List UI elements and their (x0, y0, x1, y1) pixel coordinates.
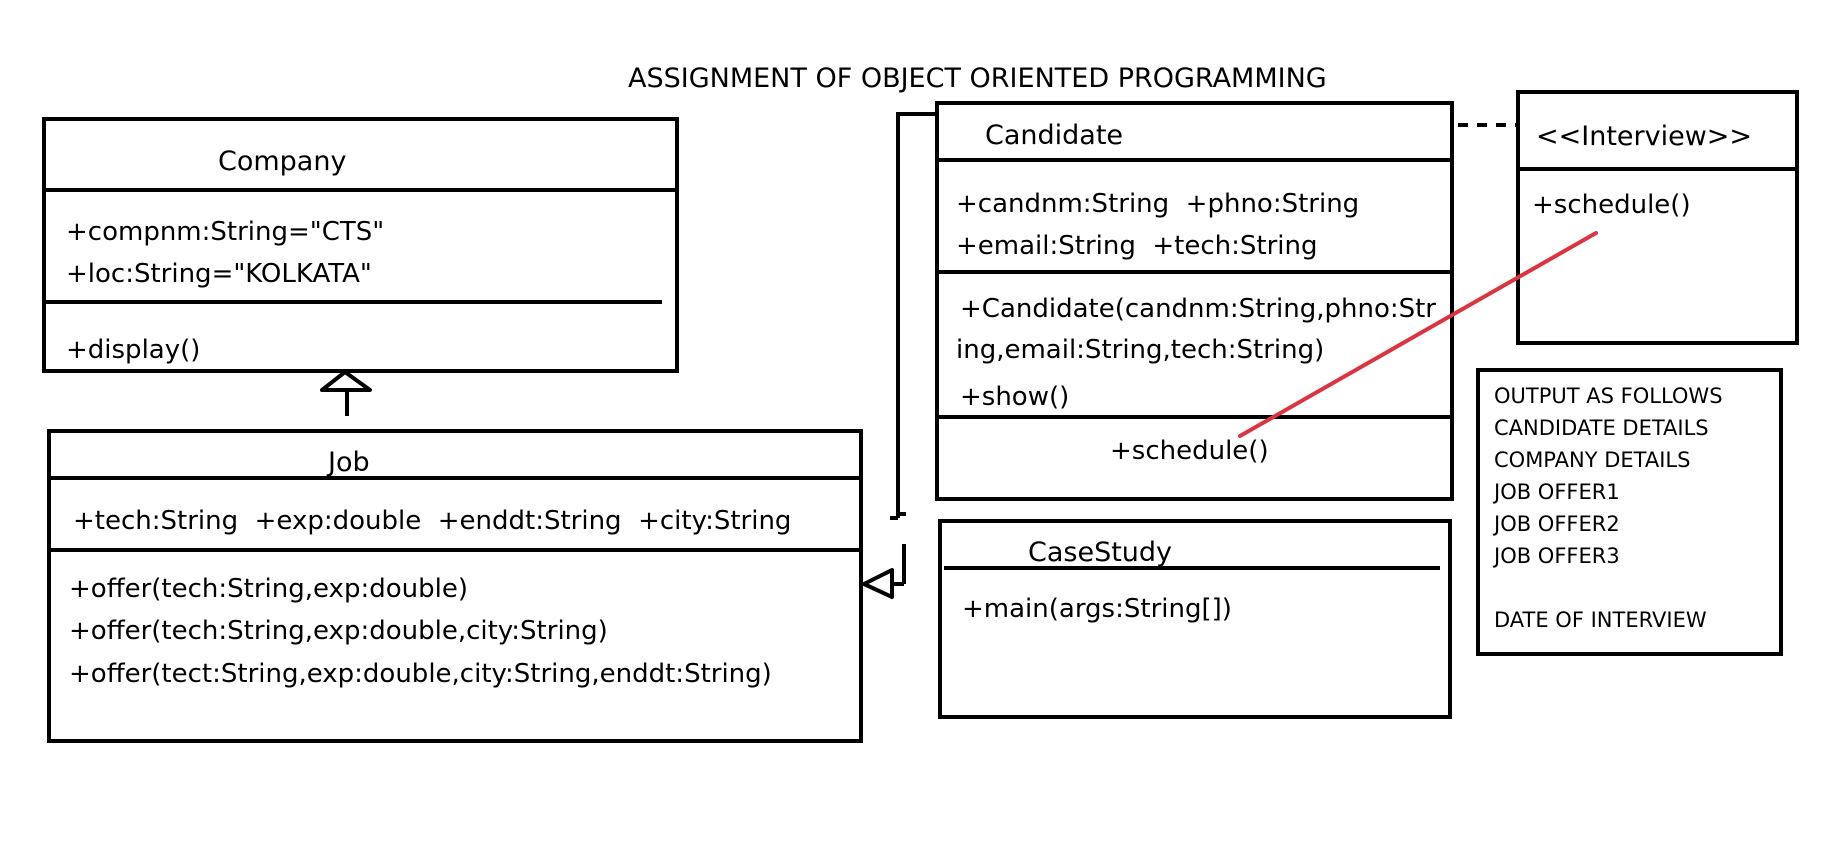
annotation-stroke (1238, 231, 1598, 438)
job-method: +offer(tech:String,exp:double) (69, 574, 468, 604)
interview-method: +schedule() (1532, 190, 1691, 220)
job-attribute: +tech:String +exp:double +enddt:String +… (73, 506, 792, 536)
candidate-constructor: +Candidate(candnm:String,phno:Str (960, 294, 1436, 324)
interview-name-divider (1516, 167, 1799, 171)
candidate-attribute: +email:String +tech:String (956, 231, 1318, 261)
company-class[interactable]: Company +compnm:String="CTS" +loc:String… (42, 117, 679, 373)
company-attribute: +loc:String="KOLKATA" (66, 259, 372, 289)
output-note-line: COMPANY DETAILS (1494, 448, 1691, 472)
inheritance-arrowhead-icon (320, 370, 372, 392)
job-method: +offer(tech:String,exp:double,city:Strin… (69, 616, 608, 646)
output-note-line: JOB OFFER1 (1494, 480, 1620, 504)
candidate-attribute: +candnm:String +phno:String (956, 189, 1360, 219)
candidate-job-inheritance-line (896, 112, 935, 518)
company-method: +display() (66, 335, 201, 365)
company-attribute: +compnm:String="CTS" (66, 217, 385, 247)
job-class-name: Job (328, 447, 370, 478)
company-class-name: Company (218, 146, 347, 177)
candidate-name-divider (935, 158, 1454, 162)
output-note-line: JOB OFFER2 (1494, 512, 1620, 536)
candidate-method: +show() (960, 382, 1070, 412)
job-name-divider (47, 476, 863, 480)
interview-interface[interactable]: <<Interview>> +schedule() (1516, 90, 1799, 345)
output-note-line: CANDIDATE DETAILS (1494, 416, 1709, 440)
output-note: OUTPUT AS FOLLOWS CANDIDATE DETAILS COMP… (1476, 368, 1783, 656)
output-note-line: DATE OF INTERVIEW (1494, 608, 1707, 632)
candidate-class-name: Candidate (985, 120, 1124, 151)
casestudy-method: +main(args:String[]) (962, 594, 1232, 624)
casestudy-name-divider (944, 566, 1440, 570)
output-note-line: JOB OFFER3 (1494, 544, 1620, 568)
job-attr-divider (47, 548, 863, 552)
candidate-class[interactable]: Candidate +candnm:String +phno:String +e… (935, 101, 1454, 501)
job-method: +offer(tect:String,exp:double,city:Strin… (69, 659, 772, 689)
casestudy-class-name: CaseStudy (1028, 537, 1173, 568)
company-attr-divider (42, 300, 662, 304)
casestudy-class[interactable]: CaseStudy +main(args:String[]) (938, 519, 1452, 719)
company-name-divider (42, 188, 679, 192)
candidate-attr-divider (935, 270, 1454, 274)
realization-arrowhead-icon (862, 568, 894, 599)
candidate-method-divider (935, 415, 1454, 419)
output-note-line: OUTPUT AS FOLLOWS (1494, 384, 1723, 408)
candidate-constructor: ing,email:String,tech:String) (956, 335, 1325, 365)
candidate-extra-method: +schedule() (1110, 436, 1269, 466)
diagram-title: ASSIGNMENT OF OBJECT ORIENTED PROGRAMMIN… (628, 63, 1327, 94)
job-class[interactable]: Job +tech:String +exp:double +enddt:Stri… (47, 429, 863, 743)
interview-interface-name: <<Interview>> (1536, 121, 1753, 152)
